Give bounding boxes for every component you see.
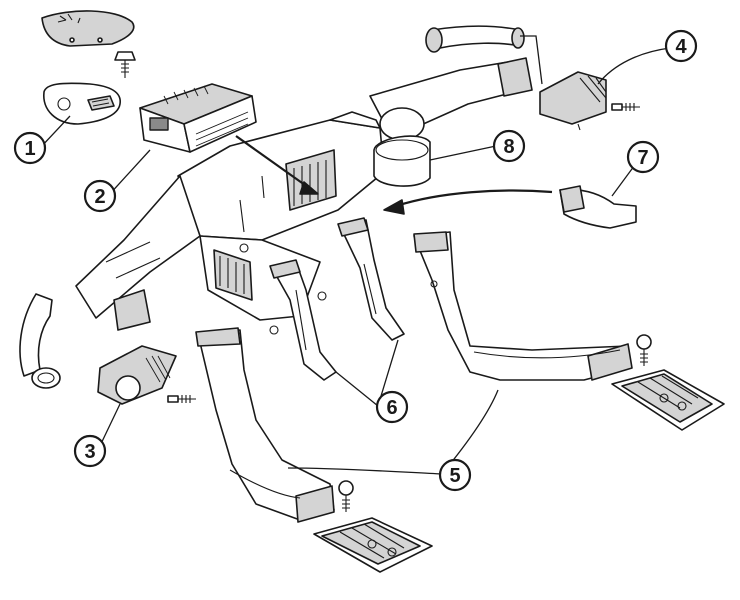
svg-text:1: 1 bbox=[24, 138, 35, 160]
side-vent-hose bbox=[19, 293, 61, 389]
callout-5: 5 bbox=[438, 458, 472, 492]
floor-vent-grille-left bbox=[313, 517, 433, 573]
assembly-arrows bbox=[235, 135, 553, 215]
dash-center-cover bbox=[41, 10, 135, 47]
small-duct-elbow bbox=[559, 185, 637, 229]
right-vent-assembly bbox=[539, 71, 640, 131]
svg-text:6: 6 bbox=[386, 397, 397, 419]
callout-4: 4 bbox=[664, 29, 698, 63]
svg-text:2: 2 bbox=[94, 186, 105, 208]
callout-8: 8 bbox=[492, 129, 526, 163]
side-vent-assembly bbox=[97, 345, 196, 405]
blower-upper-duct bbox=[369, 57, 533, 187]
svg-text:7: 7 bbox=[637, 147, 648, 169]
callout-6: 6 bbox=[375, 390, 409, 424]
front-floor-duct-right bbox=[413, 231, 633, 381]
left-dash-duct bbox=[75, 175, 201, 331]
floor-grille-screw-left bbox=[338, 480, 354, 512]
callout-3: 3 bbox=[73, 434, 107, 468]
floor-vent-grille-right bbox=[611, 369, 725, 431]
rear-floor-duct-right bbox=[337, 217, 405, 341]
svg-text:5: 5 bbox=[449, 465, 460, 487]
svg-text:8: 8 bbox=[503, 136, 514, 158]
callout-7: 7 bbox=[626, 140, 660, 174]
floor-grille-screw-right bbox=[636, 334, 652, 366]
right-vent-duct bbox=[425, 25, 525, 53]
svg-text:3: 3 bbox=[84, 441, 95, 463]
front-floor-duct-left bbox=[195, 327, 335, 523]
svg-text:4: 4 bbox=[675, 36, 687, 58]
callout-1: 1 bbox=[13, 131, 47, 165]
center-vent-bracket bbox=[43, 82, 121, 125]
center-vent-assembly bbox=[139, 83, 257, 153]
mounting-screw bbox=[114, 51, 136, 78]
callout-2: 2 bbox=[83, 179, 117, 213]
